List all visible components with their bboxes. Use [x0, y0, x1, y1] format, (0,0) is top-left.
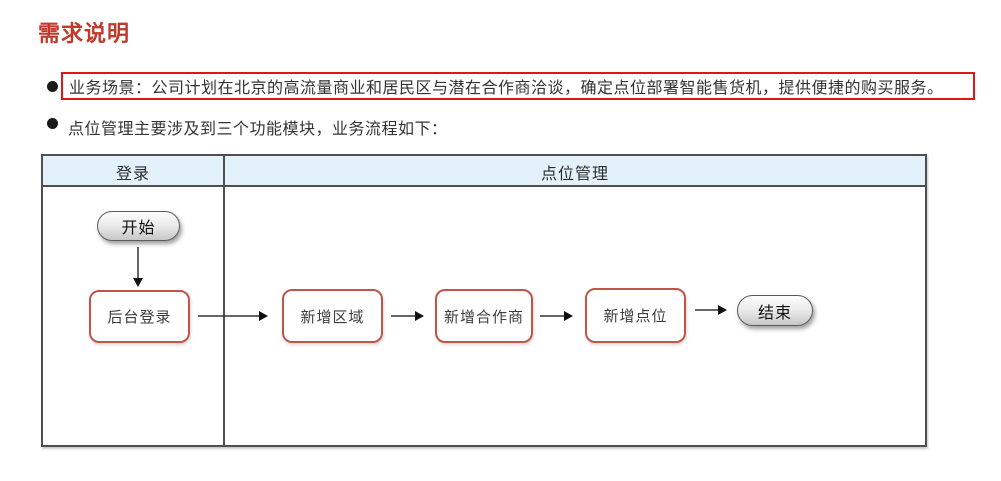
business-scenario-highlight-box: 业务场景：公司计划在北京的高流量商业和居民区与潜在合作商洽谈，确定点位部署智能售…: [61, 72, 975, 100]
flow-node-add-point: 新增点位: [585, 288, 686, 343]
lane-divider: [223, 156, 225, 445]
lane-header-point-management: 点位管理: [540, 165, 609, 183]
flow-node-add-partner: 新增合作商: [435, 289, 533, 343]
flow-node-backend-login: 后台登录: [89, 290, 190, 343]
business-scenario-text: 业务场景：公司计划在北京的高流量商业和居民区与潜在合作商洽谈，确定点位部署智能售…: [69, 80, 944, 97]
flow-node-add-region: 新增区域: [282, 289, 383, 343]
page-title: 需求说明: [38, 21, 131, 46]
bullet-icon: [47, 81, 58, 92]
flow-node-start: 开始: [97, 211, 180, 241]
lane-header-row: [43, 156, 925, 187]
swimlane-flowchart: 登录 点位管理 开始 后台登录 新增区域 新增合作商 新增点位 结束: [41, 154, 927, 447]
bullet-icon: [47, 118, 58, 129]
flow-node-end: 结束: [737, 295, 813, 326]
point-management-intro-text: 点位管理主要涉及到三个功能模块，业务流程如下：: [68, 121, 448, 138]
lane-header-login: 登录: [115, 165, 150, 183]
